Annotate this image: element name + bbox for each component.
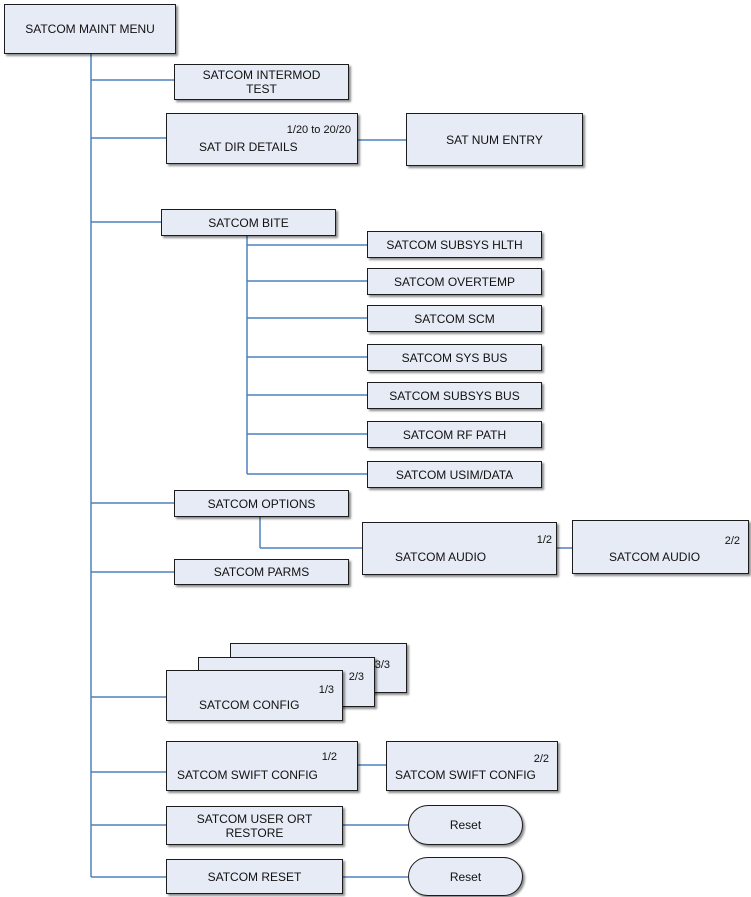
bite-child-box: SATCOM SUBSYS BUS bbox=[367, 382, 542, 409]
intermod-line1: SATCOM INTERMOD bbox=[202, 68, 321, 82]
reset-user-ort-terminator: Reset bbox=[408, 805, 523, 845]
satcom-user-ort-restore-box: SATCOM USER ORT RESTORE bbox=[166, 806, 343, 845]
sat-dir-details-label: SAT DIR DETAILS bbox=[199, 140, 298, 154]
swift2-page: 2/2 bbox=[533, 753, 549, 765]
sat-dir-page-range: 1/20 to 20/20 bbox=[286, 124, 351, 136]
bite-child-box: SATCOM SCM bbox=[367, 305, 542, 332]
satcom-options-label: SATCOM OPTIONS bbox=[207, 496, 316, 511]
sat-dir-details-box: 1/20 to 20/20 SAT DIR DETAILS bbox=[166, 113, 358, 164]
sat-num-entry-label: SAT NUM ENTRY bbox=[446, 132, 543, 147]
satcom-parms-box: SATCOM PARMS bbox=[174, 559, 349, 585]
satcom-maint-menu-box: SATCOM MAINT MENU bbox=[4, 4, 176, 54]
reset-label: Reset bbox=[449, 869, 482, 884]
bite-child-label: SATCOM SUBSYS BUS bbox=[389, 388, 520, 403]
config-page1: 1/3 bbox=[318, 684, 334, 696]
reset-satcom-terminator: Reset bbox=[408, 857, 523, 896]
satcom-parms-label: SATCOM PARMS bbox=[213, 565, 310, 579]
audio1-page: 1/2 bbox=[536, 534, 552, 546]
bite-child-label: SATCOM RF PATH bbox=[402, 427, 507, 442]
satcom-swift-config-2-box: 2/2 SATCOM SWIFT CONFIG bbox=[386, 741, 558, 791]
satcom-maint-menu-label: SATCOM MAINT MENU bbox=[25, 22, 155, 36]
satcom-reset-label: SATCOM RESET bbox=[207, 869, 302, 884]
satcom-audio-2-box: 2/2 SATCOM AUDIO bbox=[572, 520, 749, 574]
satcom-bite-box: SATCOM BITE bbox=[161, 209, 336, 236]
bite-child-box: SATCOM SUBSYS HLTH bbox=[367, 231, 542, 258]
audio1-label: SATCOM AUDIO bbox=[395, 550, 487, 564]
bite-child-box: SATCOM USIM/DATA bbox=[367, 461, 542, 488]
bite-child-box: SATCOM SYS BUS bbox=[367, 344, 542, 371]
swift1-page: 1/2 bbox=[321, 751, 337, 763]
satcom-reset-box: SATCOM RESET bbox=[166, 859, 343, 894]
sat-num-entry-box: SAT NUM ENTRY bbox=[406, 113, 583, 166]
satcom-audio-1-box: 1/2 SATCOM AUDIO bbox=[362, 522, 557, 575]
bite-child-label: SATCOM USIM/DATA bbox=[395, 467, 514, 482]
user-ort-line1: SATCOM USER ORT bbox=[196, 811, 313, 826]
satcom-options-box: SATCOM OPTIONS bbox=[174, 490, 349, 517]
bite-child-label: SATCOM SYS BUS bbox=[401, 350, 508, 365]
satcom-config-label: SATCOM CONFIG bbox=[199, 698, 300, 712]
audio2-label: SATCOM AUDIO bbox=[609, 550, 701, 564]
swift2-label: SATCOM SWIFT CONFIG bbox=[395, 768, 536, 782]
bite-child-label: SATCOM SCM bbox=[414, 311, 495, 326]
user-ort-line2: RESTORE bbox=[225, 825, 284, 840]
bite-child-label: SATCOM OVERTEMP bbox=[394, 274, 515, 289]
config-page2: 2/3 bbox=[348, 671, 364, 683]
satcom-config-page1-box: 1/3 SATCOM CONFIG bbox=[166, 670, 343, 721]
satcom-swift-config-1-box: 1/2 SATCOM SWIFT CONFIG bbox=[166, 741, 358, 791]
bite-child-label: SATCOM SUBSYS HLTH bbox=[386, 237, 523, 252]
bite-child-box: SATCOM OVERTEMP bbox=[367, 268, 542, 295]
satcom-intermod-test-box: SATCOM INTERMOD TEST bbox=[174, 64, 349, 100]
bite-child-box: SATCOM RF PATH bbox=[367, 421, 542, 448]
config-page3: 3/3 bbox=[374, 659, 390, 671]
reset-label: Reset bbox=[449, 818, 482, 832]
swift1-label: SATCOM SWIFT CONFIG bbox=[177, 768, 318, 782]
intermod-line2: TEST bbox=[246, 82, 277, 96]
audio2-page: 2/2 bbox=[724, 535, 740, 547]
satcom-bite-label: SATCOM BITE bbox=[208, 215, 289, 230]
